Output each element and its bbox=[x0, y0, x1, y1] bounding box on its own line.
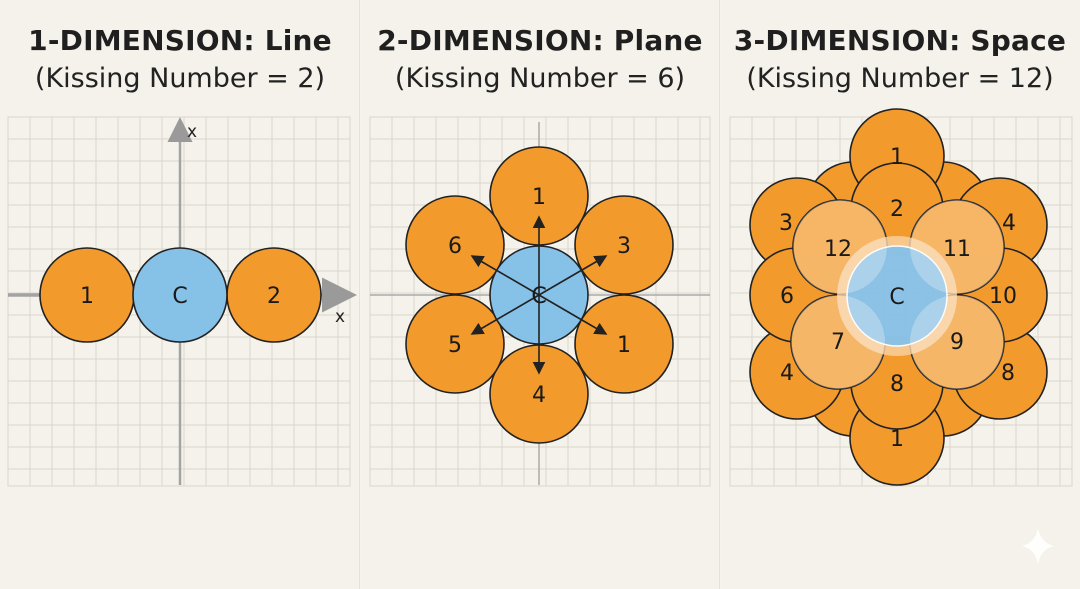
neighbor-label: 8 bbox=[890, 372, 904, 397]
neighbor-label: 2 bbox=[267, 284, 281, 309]
neighbor-label: 4 bbox=[1002, 211, 1016, 236]
center-label: C bbox=[172, 284, 187, 309]
translucent-overlaps bbox=[791, 200, 1004, 389]
neighbor-label: 2 bbox=[890, 197, 904, 222]
center-sphere bbox=[846, 245, 948, 347]
neighbor-label: 10 bbox=[989, 284, 1017, 309]
neighbor-label: 6 bbox=[780, 284, 794, 309]
center-label: C bbox=[889, 285, 904, 310]
neighbor-label: 1 bbox=[890, 145, 904, 170]
neighbor-label: 3 bbox=[779, 211, 793, 236]
neighbor-label: 4 bbox=[780, 361, 794, 386]
neighbor-sphere-upper-left bbox=[405, 195, 505, 295]
neighbor-label: 5 bbox=[448, 333, 462, 358]
neighbor-label: 3 bbox=[617, 234, 631, 259]
neighbor-sphere-lower-right bbox=[574, 294, 674, 394]
center-sphere bbox=[132, 247, 228, 343]
axis-label-top: x bbox=[187, 122, 197, 142]
panel-1d-subtitle: (Kissing Number = 2) bbox=[34, 63, 326, 94]
panel-3d-title: 3-DIMENSION: Space bbox=[733, 24, 1067, 57]
panel-2d-diagram: 1 3 1 4 5 6 C bbox=[370, 122, 710, 485]
panel-2d-title: 2-DIMENSION: Plane bbox=[377, 24, 703, 57]
neighbor-label: 12 bbox=[824, 237, 852, 262]
divider bbox=[359, 0, 360, 589]
neighbor-label: 11 bbox=[943, 237, 971, 262]
neighbor-sphere-upper-right bbox=[574, 195, 674, 295]
panel-1d-title: 1-DIMENSION: Line bbox=[28, 24, 332, 57]
neighbor-label: 1 bbox=[532, 185, 546, 210]
neighbor-label: 1 bbox=[617, 333, 631, 358]
neighbor-label: 9 bbox=[950, 330, 964, 355]
center-label: C bbox=[531, 284, 546, 309]
panel-3d-diagram: 1 2 3 4 12 11 6 10 7 9 4 8 8 1 C bbox=[749, 108, 1048, 486]
panel-3d-subtitle: (Kissing Number = 12) bbox=[746, 63, 1054, 94]
neighbor-label: 4 bbox=[532, 383, 546, 408]
axis-label-right: x bbox=[335, 307, 345, 327]
neighbor-label: 7 bbox=[831, 330, 845, 355]
neighbor-label: 8 bbox=[1001, 361, 1015, 386]
neighbor-sphere-lower-left bbox=[405, 294, 505, 394]
panel-1d-diagram: x x 1 2 C bbox=[8, 117, 357, 485]
divider bbox=[719, 0, 720, 589]
sparkle-icon bbox=[1022, 528, 1054, 564]
panel-2d-subtitle: (Kissing Number = 6) bbox=[394, 63, 686, 94]
neighbor-label: 6 bbox=[448, 234, 462, 259]
neighbor-label: 1 bbox=[890, 427, 904, 452]
direction-arrows bbox=[470, 215, 608, 375]
neighbor-label: 1 bbox=[80, 284, 94, 309]
